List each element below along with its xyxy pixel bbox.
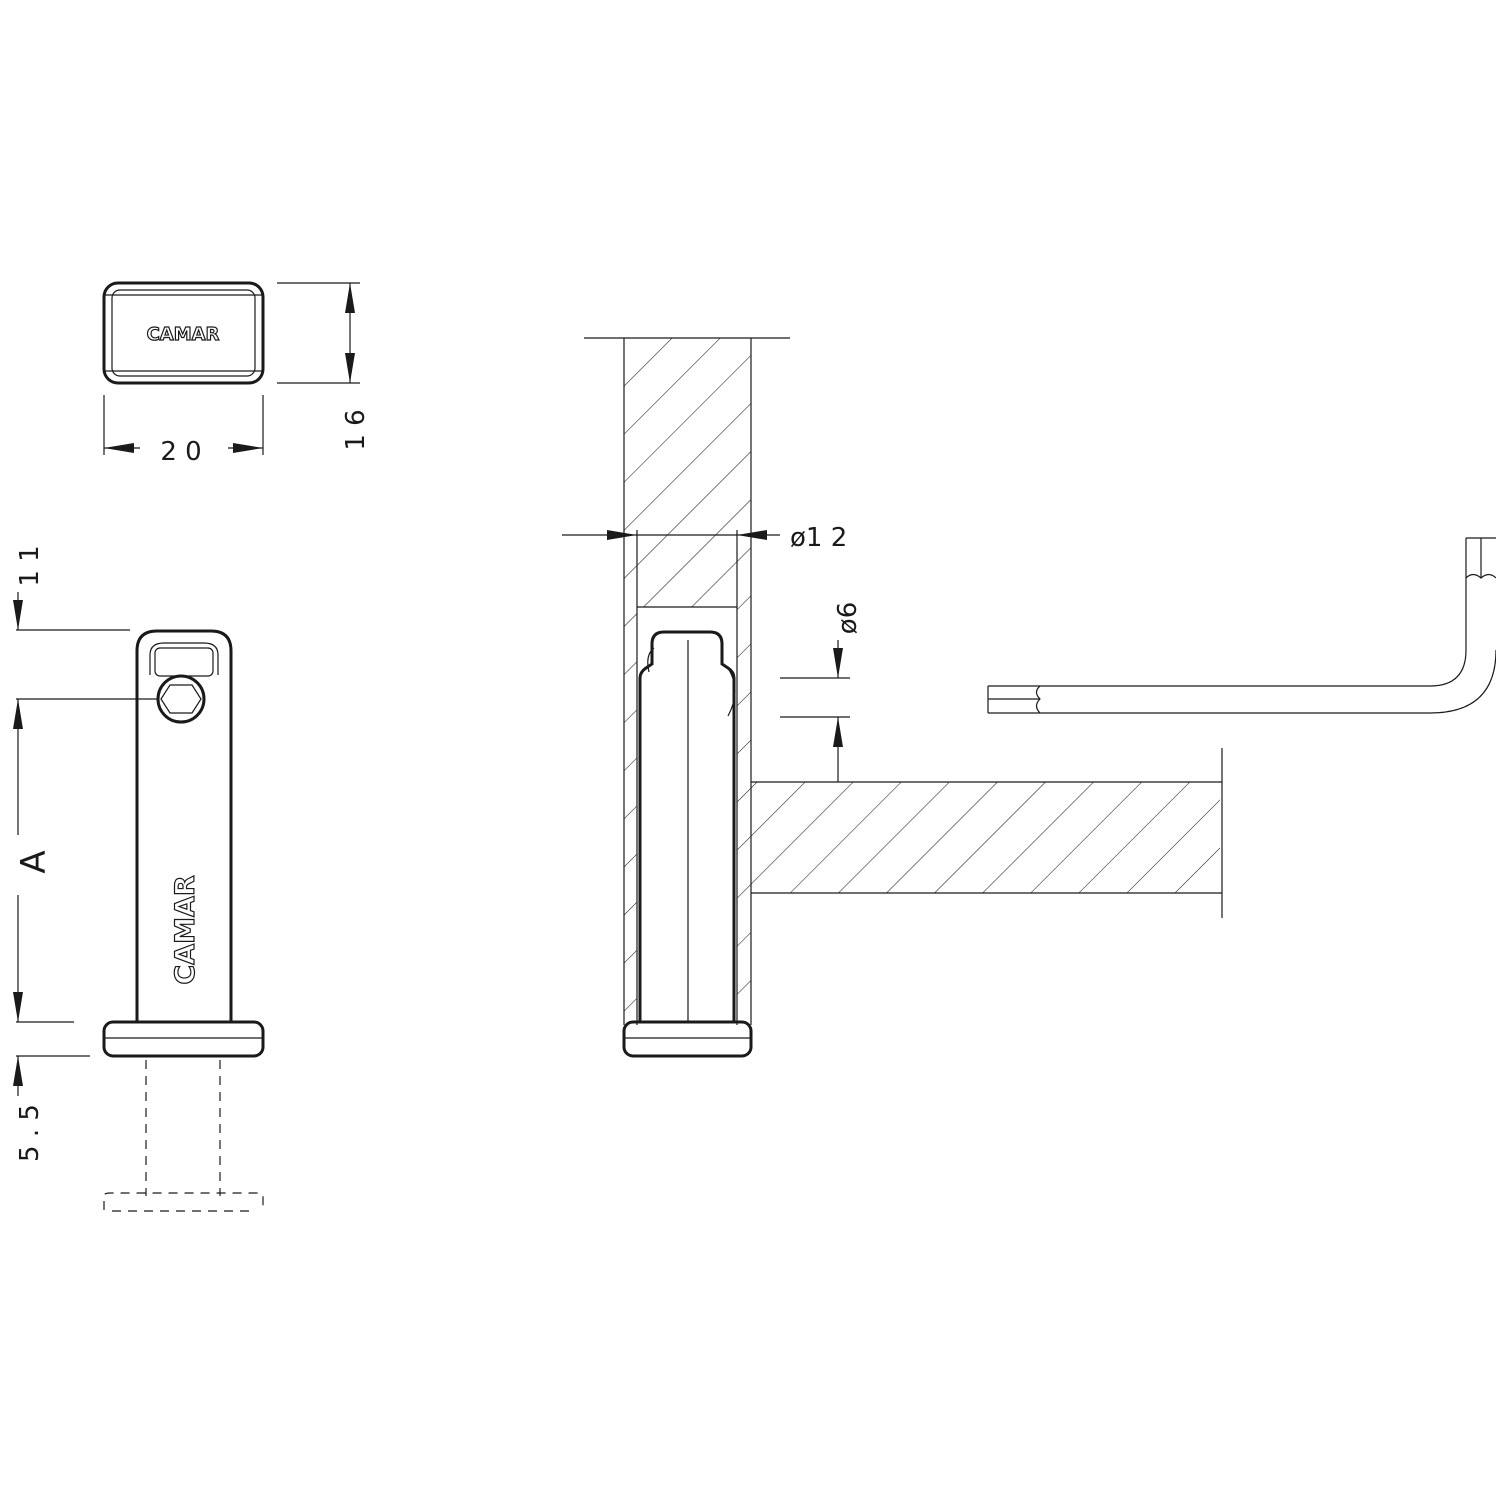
flange-extended-ghost	[103, 1192, 264, 1210]
top-view: CAMAR 2 0 1 6	[102, 281, 371, 467]
height-dimension-label: 1 6	[341, 409, 371, 450]
pin-flange-in-hole	[622, 1020, 753, 1058]
section-view: ø1 2 ø6	[562, 337, 1496, 1058]
shelf-section	[751, 782, 1220, 893]
length-label: A	[14, 850, 54, 873]
cap-inner-face	[111, 289, 256, 377]
front-view: CAMAR 1 1 A 5 . 5	[13, 545, 265, 1212]
pin-in-hole	[638, 630, 736, 1022]
cap-logo: CAMAR	[147, 324, 220, 345]
bottom-offset-label: 5 . 5	[15, 1104, 45, 1162]
top-offset-label: 1 1	[15, 545, 45, 586]
pin-logo: CAMAR	[170, 875, 201, 984]
cap-outline	[102, 281, 265, 385]
pin-body	[135, 629, 233, 1022]
pin-diameter-label: ø6	[833, 602, 863, 634]
pin-flange	[102, 1020, 265, 1058]
vertical-panel-section	[624, 338, 751, 1025]
hex-socket-ring	[156, 674, 206, 724]
hex-socket-icon	[160, 684, 202, 714]
hole-diameter-label: ø1 2	[790, 523, 847, 553]
hex-key-icon	[987, 537, 1496, 714]
width-dimension-label: 2 0	[160, 437, 201, 467]
